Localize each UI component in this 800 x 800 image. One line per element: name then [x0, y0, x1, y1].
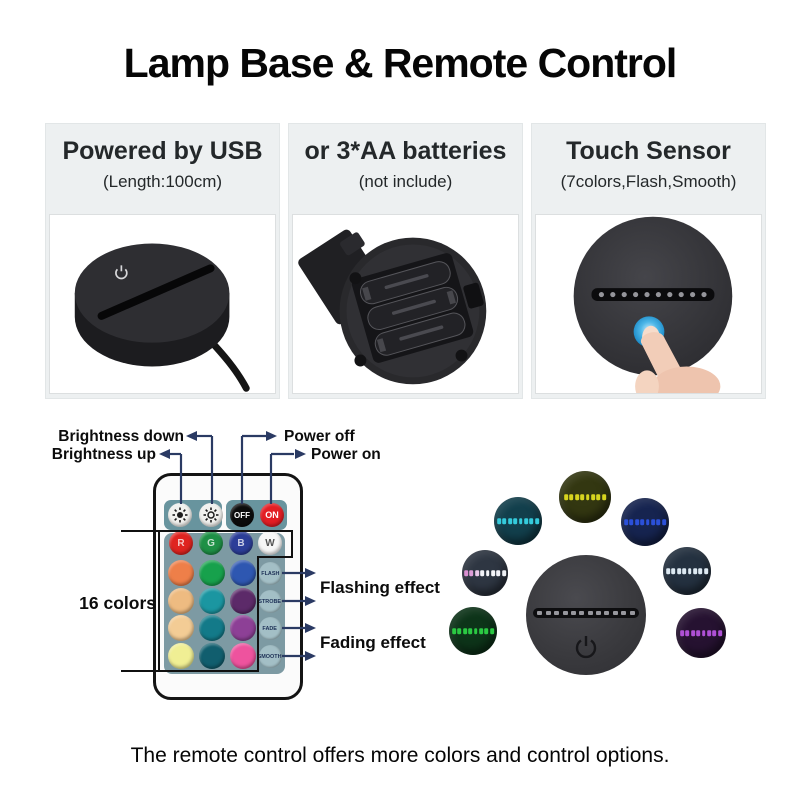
- touch-sensor-photo: [535, 214, 762, 394]
- label-power-on: Power on: [311, 446, 381, 463]
- page-title: Lamp Base & Remote Control: [123, 40, 678, 86]
- led-strip-cyan: [497, 518, 539, 524]
- arrow-right-icon: [295, 449, 306, 459]
- led-slot: [591, 288, 715, 302]
- brightness-up-button: [168, 503, 192, 527]
- arrow-right-icon: [305, 596, 316, 606]
- lamp-base-green: [449, 607, 497, 655]
- lamp-base-pink-white: [462, 550, 508, 596]
- sun-icon: [172, 507, 188, 523]
- remote-color-button: [168, 643, 194, 669]
- label-brightness-up: Brightness up: [51, 446, 156, 463]
- panel-battery-power: or 3*AA batteries (not include): [288, 123, 523, 399]
- label-power-off: Power off: [284, 428, 355, 445]
- panel-battery-heading: or 3*AA batteries: [304, 137, 507, 165]
- usb-lamp-base-photo: [49, 214, 276, 394]
- acrylic-slot: [97, 264, 215, 320]
- battery-compartment-photo: [292, 214, 519, 394]
- remote-smooth-label: SMOOTH: [258, 652, 282, 660]
- screw: [455, 349, 468, 362]
- arrow-left-icon: [186, 431, 197, 441]
- arrow-left-icon: [159, 449, 170, 459]
- remote-fade-label: FADE: [262, 624, 278, 632]
- power-icon: [575, 636, 597, 659]
- remote-color-button-r: R: [169, 531, 193, 555]
- remote-color-button: [168, 560, 194, 586]
- led-dots: [598, 292, 707, 298]
- power-on-button: ON: [260, 503, 284, 527]
- battery-slots: [351, 253, 484, 363]
- panel-usb-subheading: (Length:100cm): [102, 172, 223, 191]
- led-strip-yellow: [564, 494, 606, 500]
- remote-flash-label: FLASH: [260, 569, 280, 577]
- panel-touch-subheading: (7colors,Flash,Smooth): [560, 172, 737, 191]
- lamp-base-purple: [676, 608, 726, 658]
- power-off-button: OFF: [230, 503, 254, 527]
- panel-usb-heading: Powered by USB: [62, 137, 263, 165]
- panel-battery-subheading: (not include): [358, 172, 453, 191]
- led-strip-blue: [624, 519, 666, 525]
- lamp-base-top-view: [526, 555, 646, 675]
- brightness-down-button: [199, 503, 223, 527]
- panel-usb-power: Powered by USB (Length:100cm): [45, 123, 280, 399]
- led-strip-white: [666, 568, 708, 574]
- remote-color-button: [199, 615, 225, 641]
- arrow-right-icon: [266, 431, 277, 441]
- led-strip-purple: [680, 630, 722, 636]
- remote-color-button: [199, 643, 225, 669]
- lamp-base-blue: [621, 498, 669, 546]
- bottom-caption: The remote control offers more colors an…: [130, 744, 670, 767]
- remote-flash-button: FLASH: [258, 561, 282, 585]
- finger: [635, 325, 721, 393]
- remote-fade-button: FADE: [258, 616, 282, 640]
- panel-touch-heading: Touch Sensor: [566, 137, 731, 165]
- remote-color-button-g: G: [199, 531, 223, 555]
- arrow-right-icon: [305, 651, 316, 661]
- remote-color-button: [230, 615, 256, 641]
- lamp-base-white: [663, 547, 711, 595]
- screw: [349, 272, 362, 285]
- lamp-base-cyan: [494, 497, 542, 545]
- label-16-colors: 16 colors: [79, 593, 156, 613]
- remote-color-button: [230, 643, 256, 669]
- remote-color-button: [230, 560, 256, 586]
- remote-strobe-label: STROBE: [258, 597, 282, 605]
- label-flashing-effect: Flashing effect: [320, 578, 440, 597]
- sun-icon: [203, 507, 219, 523]
- led-slot: [533, 608, 639, 618]
- remote-smooth-button: SMOOTH: [258, 644, 282, 668]
- arrow-right-icon: [305, 568, 316, 578]
- remote-color-button: [168, 588, 194, 614]
- remote-color-button-b: B: [229, 531, 253, 555]
- remote-color-button: [199, 560, 225, 586]
- usb-lamp-base-illustration: [74, 243, 250, 392]
- battery-compartment-illustration: [298, 229, 487, 385]
- lamp-base-yellow: [559, 471, 611, 523]
- arrow-right-icon: [305, 623, 316, 633]
- remote-color-button: [199, 588, 225, 614]
- remote-strobe-button: STROBE: [258, 589, 282, 613]
- remote-color-button: [168, 615, 194, 641]
- remote-color-button-w: W: [258, 531, 282, 555]
- label-fading-effect: Fading effect: [320, 633, 426, 652]
- remote-color-button: [230, 588, 256, 614]
- screw: [354, 354, 367, 367]
- led-strip-pink-white: [464, 570, 506, 576]
- led-strip-green: [452, 628, 494, 634]
- power-icon: [115, 265, 128, 280]
- touch-sensor-illustration: [573, 216, 733, 393]
- panel-touch-sensor: Touch Sensor (7colors,Flash,Smooth): [531, 123, 766, 399]
- label-brightness-down: Brightness down: [58, 428, 184, 445]
